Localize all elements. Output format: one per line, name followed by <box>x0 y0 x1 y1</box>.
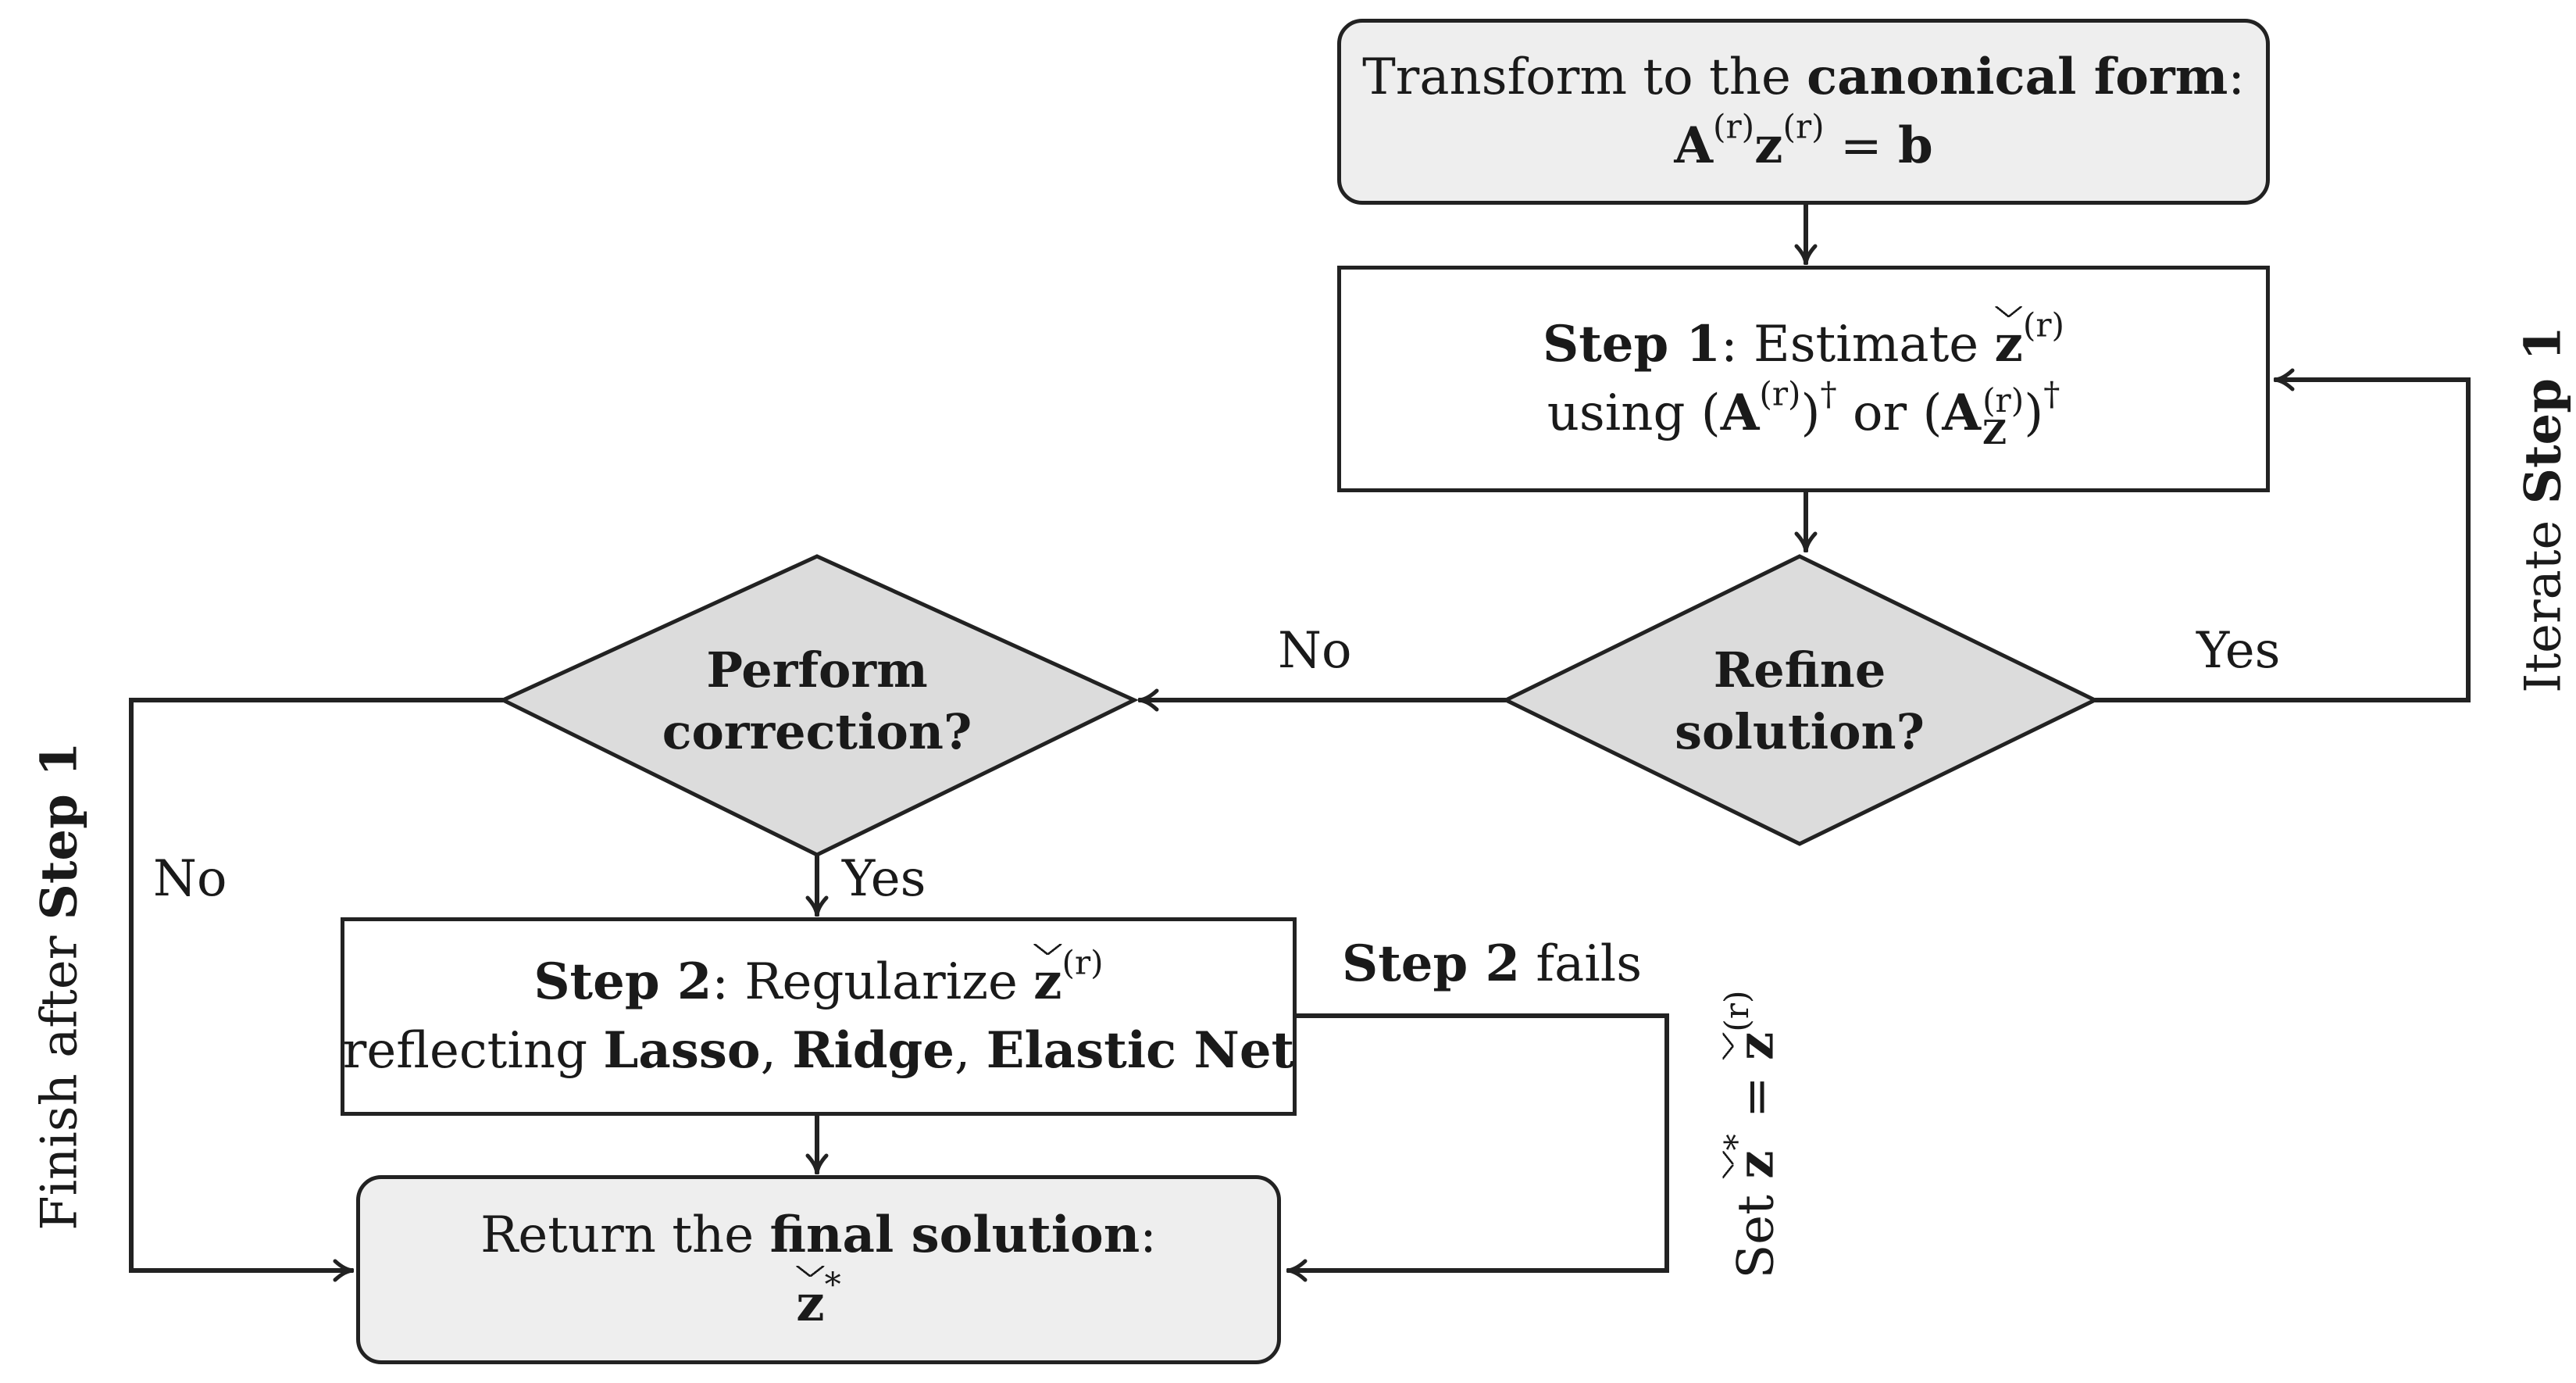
refine-diamond <box>1501 554 2100 846</box>
step1-or: or ( <box>1836 384 1943 442</box>
final-text-bold: final solution <box>769 1205 1140 1264</box>
step1-matrix-a: A <box>1720 383 1760 442</box>
step2-z-hat: z <box>1033 948 1061 1016</box>
perform-line1: Perform <box>706 641 928 699</box>
eq-equals: = <box>1824 117 1898 175</box>
perform-yes-label: Yes <box>842 850 926 908</box>
set-z-sup: * <box>1717 1134 1756 1151</box>
transform-text-pre: Transform to the <box>1362 48 1807 106</box>
finish-pre: Finish after <box>30 920 89 1231</box>
eq-vector-b: b <box>1897 116 1933 175</box>
step2-ridge: Ridge <box>792 1021 955 1080</box>
eq-sup-r-2: (r) <box>1782 107 1825 146</box>
transform-text-post: : <box>2228 48 2245 106</box>
set-z2-sup: (r) <box>1717 990 1756 1032</box>
perform-label: Perform correction? <box>645 639 989 763</box>
final-node: Return the final solution: z* <box>356 1175 1281 1364</box>
step1-line1: Step 1: Estimate z(r) <box>1543 308 2064 379</box>
iterate-step1-label: Iterate Step 1 <box>2514 326 2573 693</box>
step2-fails-label: Step 2 fails <box>1342 935 1642 993</box>
step1-using: using ( <box>1547 384 1721 442</box>
final-text-post: : <box>1140 1206 1157 1264</box>
step1-close-paren-2: ) <box>2024 384 2044 442</box>
step2-lasso: Lasso <box>603 1021 761 1080</box>
eq-matrix-a: A <box>1674 116 1713 175</box>
step1-label-rest: : Estimate <box>1721 315 1995 373</box>
edge-perform-no-to-final <box>129 698 503 1282</box>
step2-comma-2: , <box>954 1022 987 1080</box>
finish-after-step1-label: Finish after Step 1 <box>30 742 89 1230</box>
step2-label-rest: : Regularize <box>712 952 1034 1011</box>
step2-reflecting: reflecting <box>342 1022 604 1080</box>
step1-matrix-az: A <box>1942 383 1982 442</box>
step2-node: Step 2: Regularize z(r) reflecting Lasso… <box>341 917 1297 1116</box>
step1-az-sup: (r) <box>1982 381 2025 420</box>
edge-step2-fails-to-final <box>1286 1013 1669 1282</box>
refine-line1: Refine <box>1713 641 1886 699</box>
refine-label: Refine solution? <box>1643 639 1956 763</box>
perform-line2: correction? <box>662 703 972 761</box>
step2-label: Step 2 <box>533 952 712 1011</box>
final-z-sup: * <box>824 1265 841 1304</box>
step2-line2: reflecting Lasso, Ridge, Elastic Net <box>343 1017 1294 1085</box>
eq-sup-r-1: (r) <box>1712 107 1755 146</box>
final-text-pre: Return the <box>480 1206 770 1264</box>
transform-equation: A(r)z(r) = b <box>1674 110 1933 180</box>
step1-dagger-1: † <box>1820 374 1837 413</box>
step1-node: Step 1: Estimate z(r) using (A(r))† or (… <box>1337 266 2270 492</box>
transform-text: Transform to the canonical form: <box>1362 43 2245 112</box>
final-text: Return the final solution: <box>480 1201 1157 1270</box>
step1-az-supsub: (r)Z <box>1982 381 2025 452</box>
step2-comma-1: , <box>760 1022 793 1080</box>
set-pre: Set <box>1727 1178 1786 1279</box>
set-equals: = <box>1727 1060 1786 1135</box>
final-z-hat: z <box>796 1270 824 1338</box>
step1-az-sub: Z <box>1982 413 2007 452</box>
step1-line2: using (A(r))† or (A(r)Z)† <box>1547 377 2060 452</box>
step2-fails-bold: Step 2 <box>1342 935 1521 993</box>
iterate-bold: Step 1 <box>2514 326 2573 505</box>
eq-vector-z: z <box>1754 116 1783 175</box>
step1-a-sup: (r) <box>1759 374 1801 413</box>
step1-label: Step 1 <box>1543 314 1721 373</box>
step1-z-sup: (r) <box>2022 306 2064 344</box>
set-z-star-label: Set z* = z(r) <box>1718 990 1786 1279</box>
perform-no-label: No <box>153 850 227 908</box>
refine-no-label: No <box>1278 622 1352 680</box>
final-equation: z* <box>796 1268 840 1338</box>
iterate-pre: Iterate <box>2514 504 2573 693</box>
set-z-hat: z <box>1726 1150 1786 1179</box>
step2-line1: Step 2: Regularize z(r) <box>533 946 1103 1017</box>
finish-bold: Step 1 <box>30 742 89 920</box>
edge-refine-yes-iterate <box>2095 368 2471 702</box>
step2-z-sup: (r) <box>1061 943 1104 982</box>
step2-elastic-net: Elastic Net <box>986 1021 1295 1080</box>
step1-z-hat: z <box>1995 310 2023 378</box>
transform-node: Transform to the canonical form: A(r)z(r… <box>1337 19 2270 205</box>
step2-fails-rest: fails <box>1520 935 1643 993</box>
set-z2-hat: z <box>1726 1031 1786 1060</box>
step1-close-paren-1: ) <box>1800 384 1821 442</box>
refine-yes-label: Yes <box>2196 622 2281 680</box>
transform-text-bold: canonical form <box>1807 47 2228 106</box>
step1-dagger-2: † <box>2043 374 2060 413</box>
refine-line2: solution? <box>1675 703 1925 761</box>
